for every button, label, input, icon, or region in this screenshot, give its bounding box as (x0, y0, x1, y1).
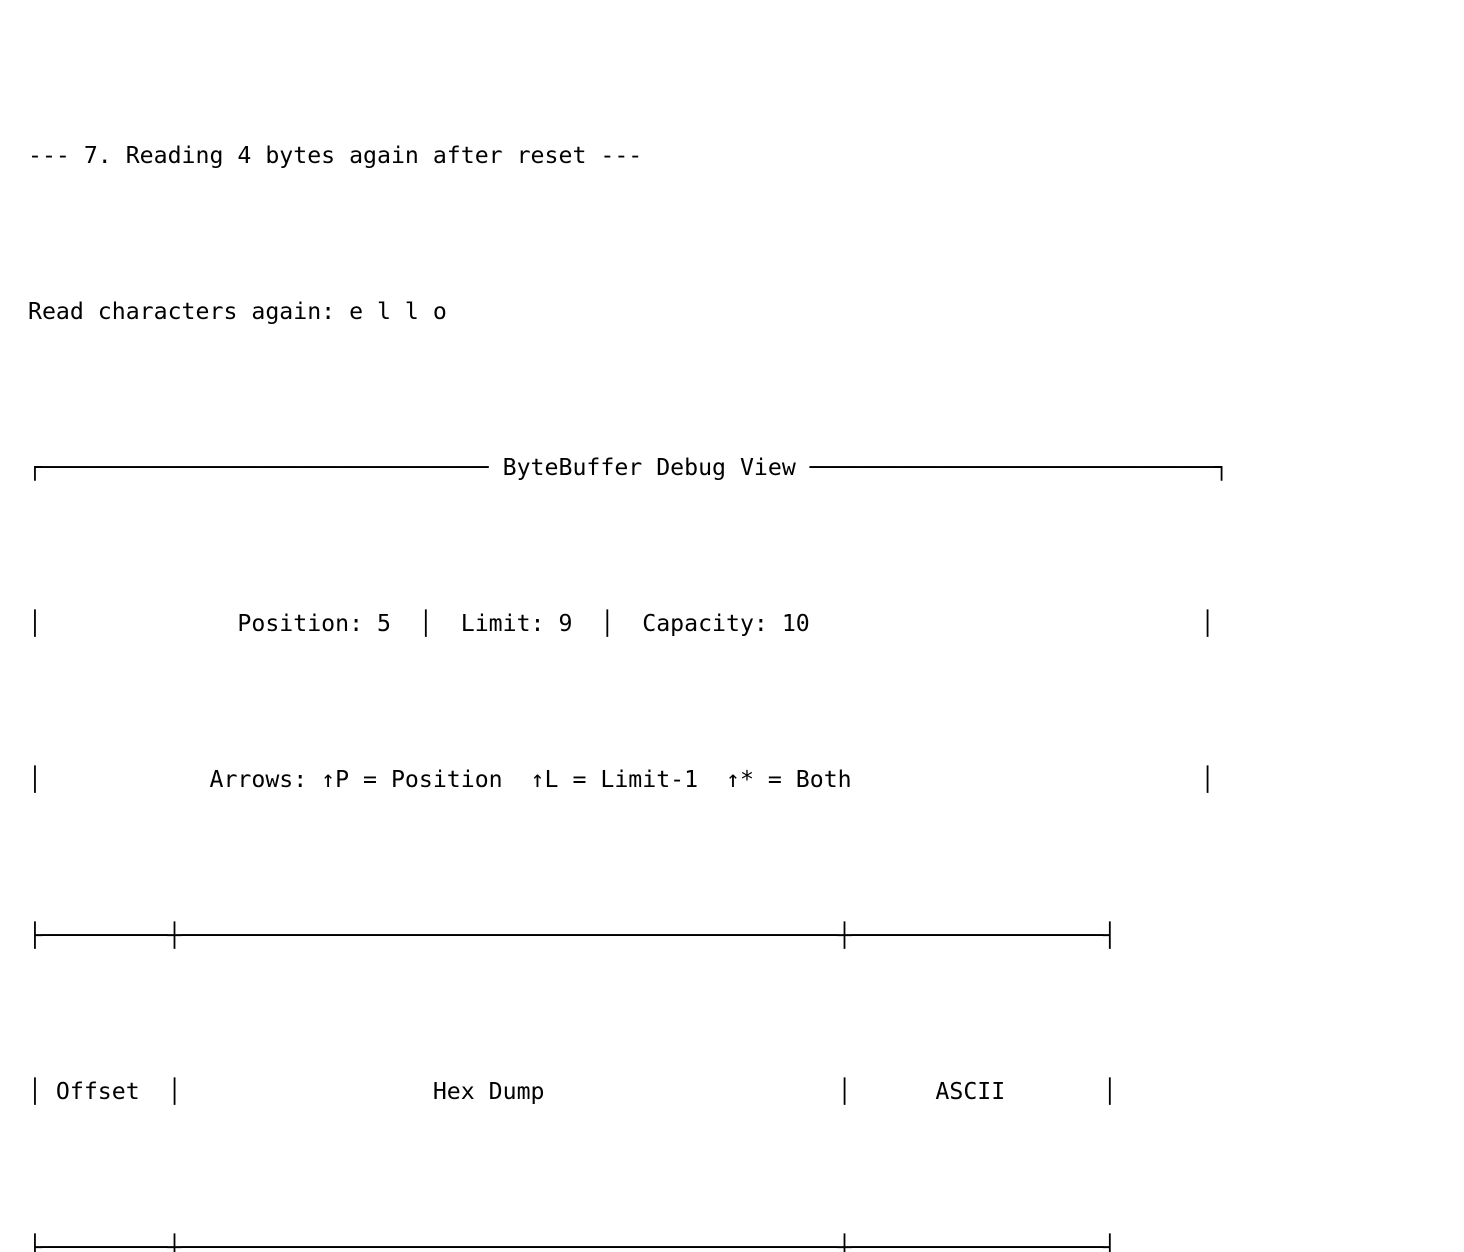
console-output: --- 7. Reading 4 bytes again after reset… (28, 19, 1229, 1252)
table-separator-top: ├─────────┼─────────────────────────────… (28, 922, 1117, 949)
table-column-header: │ Offset │ Hex Dump │ ASCII │ (28, 1078, 1117, 1105)
debug-view-info-line: │ Position: 5 │ Limit: 9 │ Capacity: 10 … (28, 610, 1215, 637)
table-separator-mid: ├─────────┼─────────────────────────────… (28, 1234, 1117, 1252)
debug-view-legend-line: │ Arrows: ↑P = Position ↑L = Limit-1 ↑* … (28, 766, 1215, 793)
section-header-line: --- 7. Reading 4 bytes again after reset… (28, 142, 643, 169)
debug-view-top-border: ┌──────────────────────────────── ByteBu… (28, 454, 1229, 481)
read-characters-line: Read characters again: e l l o (28, 298, 447, 325)
